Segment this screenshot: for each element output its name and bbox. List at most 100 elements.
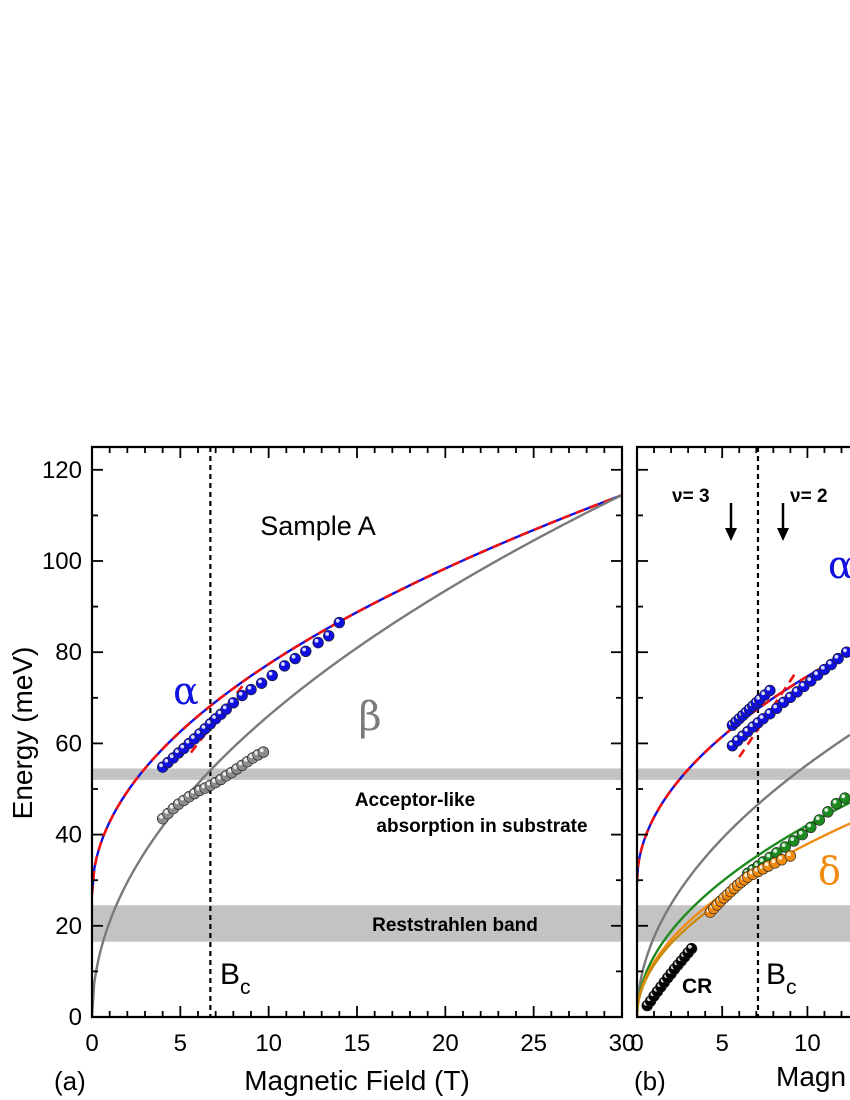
panel-a-x-tick-label: 20 — [432, 1030, 459, 1057]
panel-a-bc-subscript: c — [240, 976, 251, 999]
panel-a-alpha-data-point — [245, 683, 257, 696]
panel-b-point-highlight — [688, 944, 692, 949]
panel-a-point-highlight — [159, 814, 163, 819]
panel-b-point-highlight — [807, 823, 812, 828]
panel-a-alpha-data-point — [266, 669, 278, 682]
panel-a-point-highlight — [229, 699, 234, 703]
panel-a-point-highlight — [190, 789, 195, 794]
panel-a-bc-label: Bc — [220, 958, 251, 999]
panel-b-green-data-point — [839, 792, 850, 804]
panel-a-point-highlight — [243, 757, 248, 762]
panel-a-point-highlight — [212, 778, 216, 783]
panel-b-point-highlight — [832, 799, 837, 804]
panel-b-point-highlight — [780, 698, 784, 703]
panel-b-point-highlight — [824, 808, 829, 812]
panel-a-point-highlight — [217, 775, 222, 780]
panel-b-point-highlight — [759, 715, 764, 719]
panel-a-point-highlight — [185, 739, 190, 744]
panel-a-y-tick-label: 80 — [55, 639, 82, 666]
panel-b-nu2-arrow — [777, 503, 789, 541]
panel-a-beta-label: β — [358, 694, 381, 740]
panel-a-alpha-data-point — [278, 660, 291, 672]
panel-b-point-highlight — [793, 688, 798, 692]
panel-b-point-highlight — [800, 682, 805, 687]
panel-a-point-highlight — [268, 671, 273, 676]
panel-b-cr-data-point — [685, 942, 698, 955]
panel-a-alpha-data-point — [300, 645, 312, 657]
panel-b-alpha-upper-data-point — [764, 684, 776, 697]
panel-b-point-highlight — [759, 858, 764, 863]
panel-b-point-highlight — [766, 853, 771, 858]
panel-a-point-highlight — [180, 796, 185, 801]
panel-b-alpha-lower-data-points — [726, 646, 850, 752]
panel-b-point-highlight — [841, 794, 846, 799]
panel-b-point-highlight — [728, 741, 733, 746]
panel-a-alpha-data-point — [289, 652, 301, 665]
panel-b-point-highlight — [827, 660, 832, 665]
panel-a-point-highlight — [185, 793, 190, 797]
panel-a-reststrahlen-label: Reststrahlen band — [372, 915, 538, 936]
panel-b-point-highlight — [734, 736, 738, 741]
panel-b-point-highlight — [754, 867, 759, 872]
panel-a-band-0 — [92, 768, 622, 780]
panel-a-point-highlight — [247, 685, 252, 690]
panel-b-cr-data-points — [641, 942, 698, 1012]
panel-b-point-highlight — [773, 849, 778, 853]
panel-a-point-highlight — [201, 784, 206, 789]
panel-b-plot-area — [637, 447, 850, 1018]
panel-a-x-tick-label: 15 — [344, 1030, 371, 1057]
panel-a-point-highlight — [228, 768, 232, 773]
panel-a-y-tick-label: 100 — [42, 548, 82, 575]
panel-b-green-data-point — [805, 821, 817, 834]
panel-b-point-highlight — [754, 862, 759, 867]
panel-b-point-highlight — [739, 732, 743, 737]
panel-b-point-highlight — [820, 665, 825, 670]
panel-a-plot-area — [92, 447, 622, 1018]
panel-b-xlabel: Magn — [776, 1061, 846, 1092]
panel-b-point-highlight — [786, 693, 791, 698]
panel-a-y-tick-label: 20 — [55, 913, 82, 940]
panel-b-band-0 — [637, 768, 850, 780]
panel-a-beta-data-points — [156, 746, 270, 825]
panel-b-point-highlight — [744, 727, 749, 732]
panel-b-point-highlight — [814, 671, 818, 676]
panel-b-point-highlight — [843, 648, 847, 653]
panel-b-point-highlight — [786, 852, 791, 857]
panel-b-point-highlight — [759, 865, 764, 869]
panel-b-cr-label: CR — [682, 975, 712, 998]
panel-a-alpha-data-point — [255, 677, 268, 689]
panel-a-point-highlight — [180, 744, 185, 749]
panel-b-point-highlight — [744, 873, 749, 878]
panel-b-bc-subscript: c — [786, 976, 797, 999]
panel-a-point-highlight — [169, 754, 174, 759]
panel-b-point-highlight — [754, 719, 759, 723]
panel-a-point-highlight — [201, 725, 206, 729]
panel-b-point-highlight — [807, 677, 812, 682]
panel-a-y-tick-label: 120 — [42, 457, 82, 484]
panel-a-point-highlight — [233, 765, 238, 770]
panel-b-x-tick-label: 10 — [794, 1030, 821, 1057]
panel-b-point-highlight — [771, 859, 776, 863]
panel-a-point-highlight — [335, 618, 340, 623]
panel-a-point-highlight — [325, 632, 330, 636]
panel-b-point-highlight — [749, 870, 754, 875]
panel-a-point-highlight — [281, 662, 285, 666]
panel-a-point-highlight — [169, 804, 174, 809]
panel-a-point-highlight — [314, 638, 319, 643]
panel-b-point-highlight — [764, 862, 769, 867]
panel-a-point-highlight — [222, 705, 227, 710]
panel-a-acceptor-label-line1: Acceptor-like — [355, 790, 475, 811]
panel-b-x-tick-label: 5 — [716, 1030, 729, 1057]
panel-a-y-tick-label: 40 — [55, 822, 82, 849]
panel-b-nu3-arrow — [725, 503, 737, 541]
panel-a-sample-label: Sample A — [260, 511, 376, 541]
panel-b-point-highlight — [790, 837, 795, 842]
panel-a-point-highlight — [238, 691, 243, 696]
panel-a-point-highlight — [217, 710, 222, 715]
panel-b-orange-data-point — [784, 850, 797, 862]
panel-a-x-tick-label: 10 — [255, 1030, 282, 1057]
